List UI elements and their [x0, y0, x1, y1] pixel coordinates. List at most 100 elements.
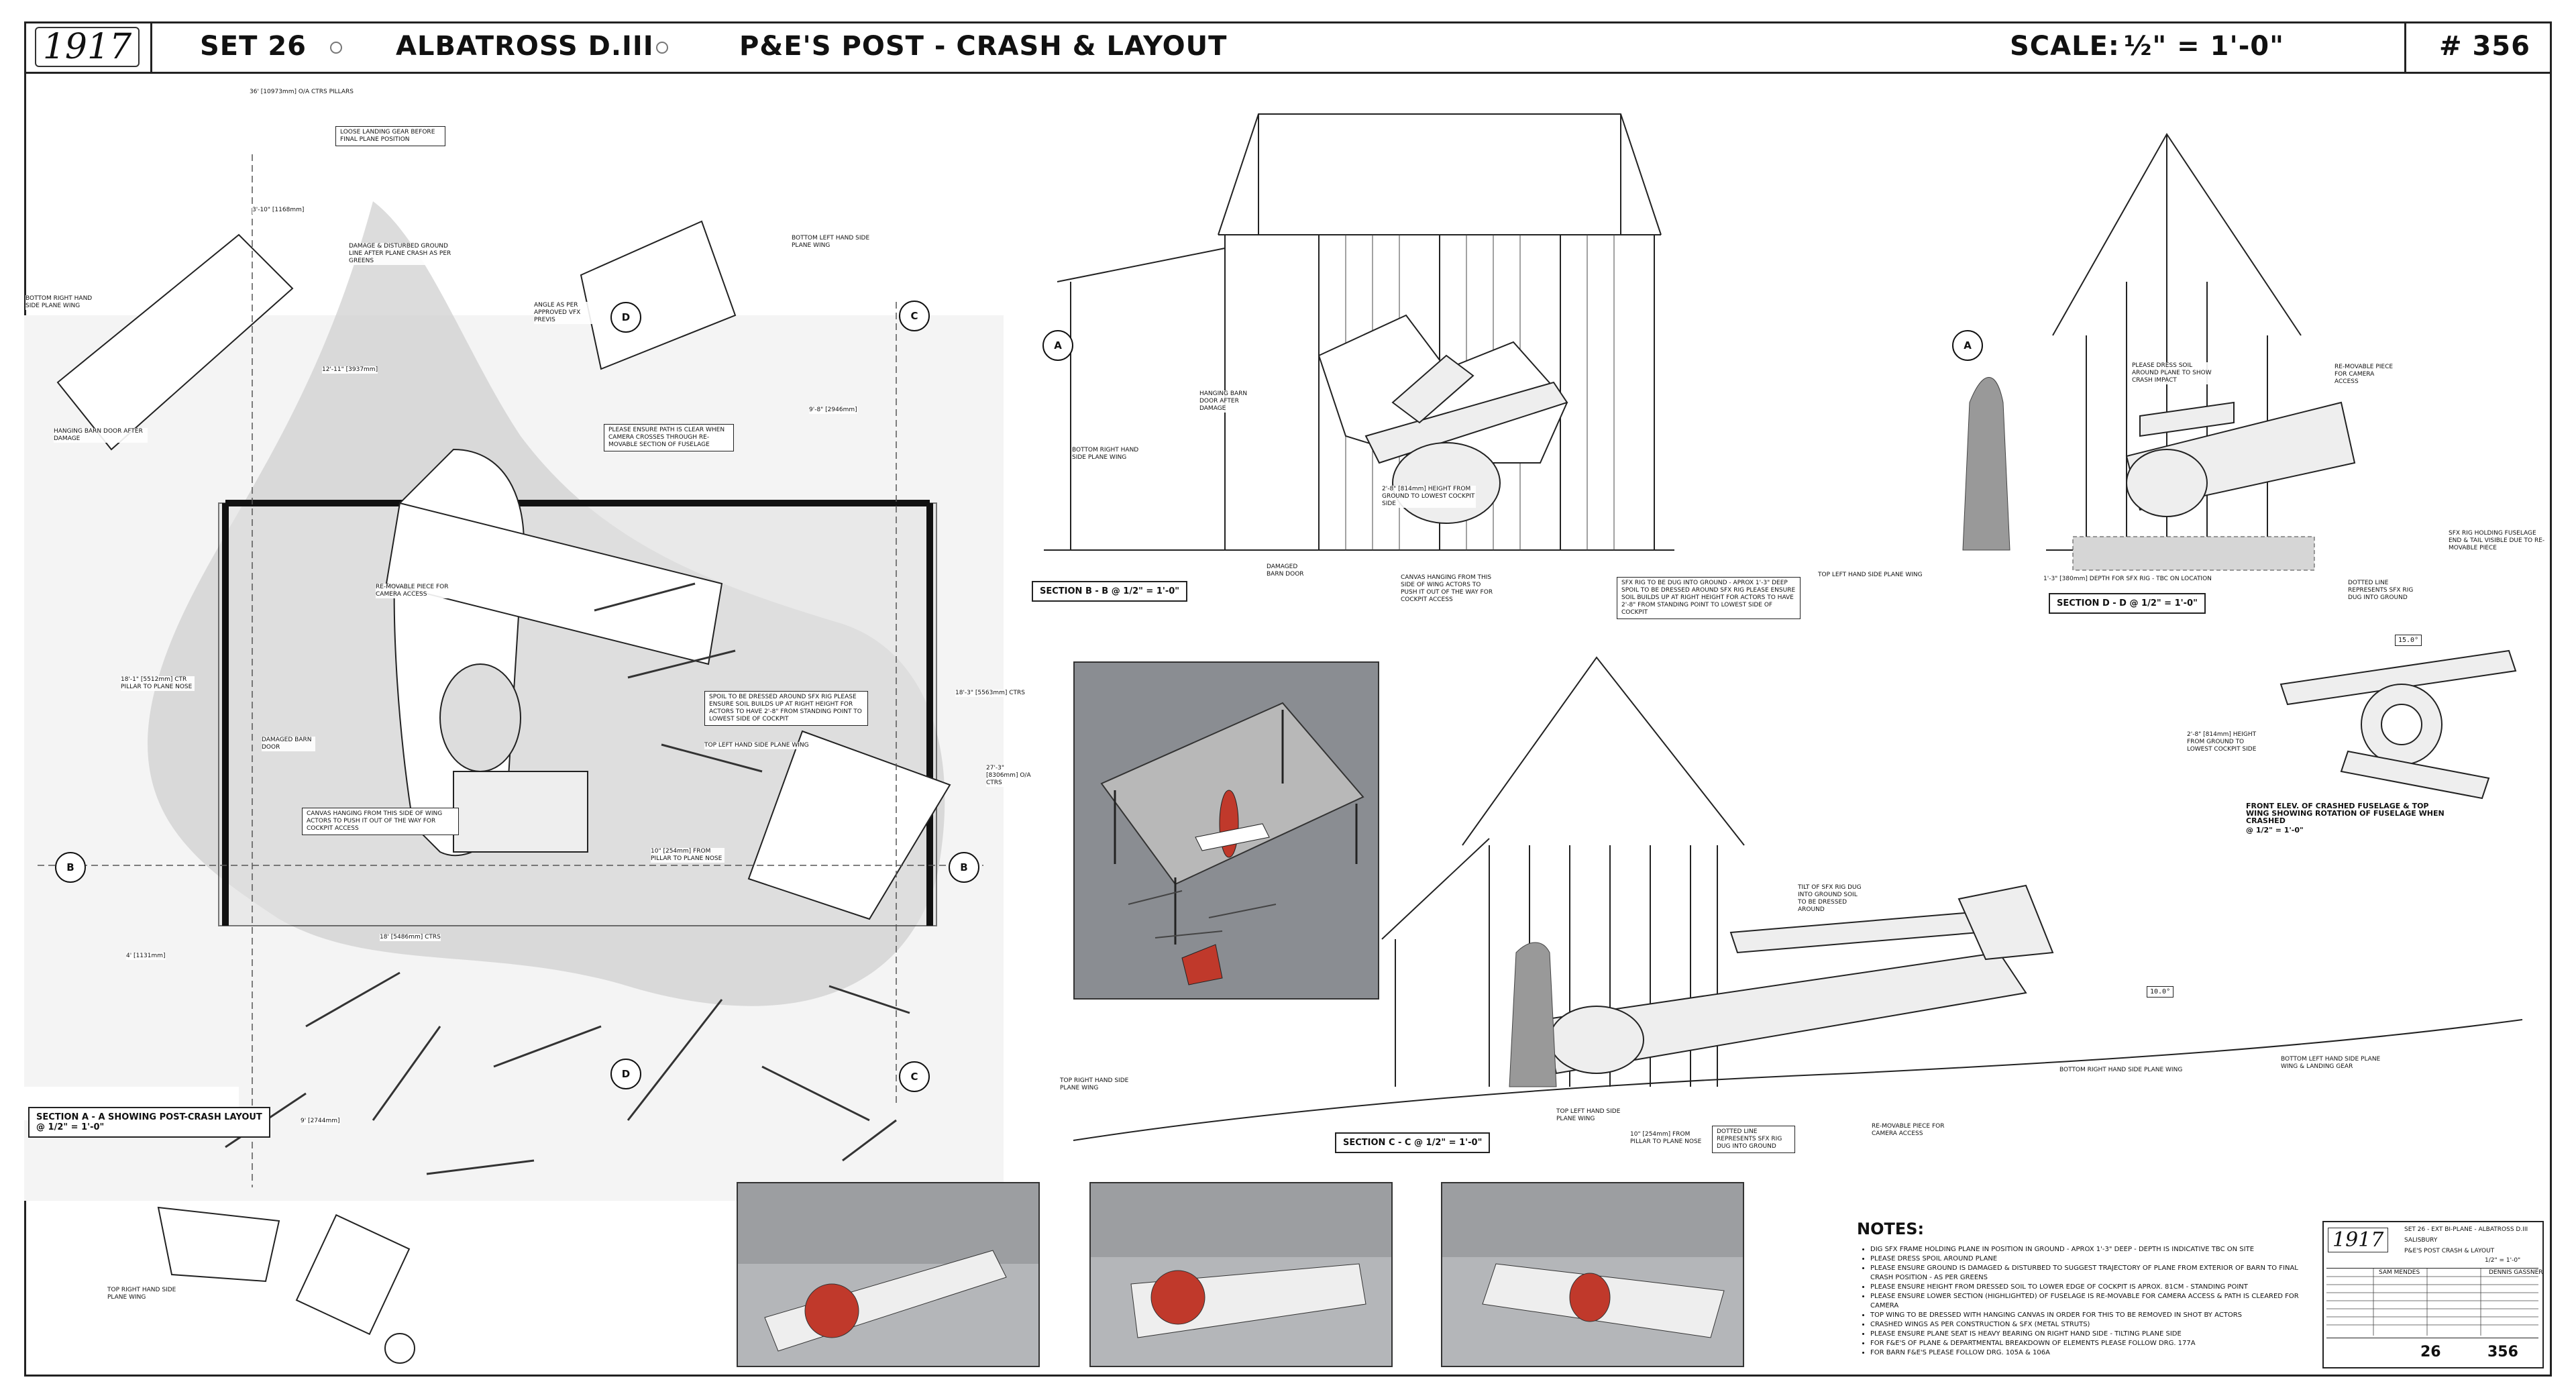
label-dd-sfx-holding: SFX RIG HOLDING FUSELAGE END & TAIL VISI… [2449, 530, 2549, 552]
section-marker-d: D [610, 302, 641, 333]
title-bar: 1917 SET 26 ALBATROSS D.III P&E'S POST -… [24, 21, 2552, 74]
note-item: FOR BARN F&E'S PLEASE FOLLOW DRG. 105A &… [1870, 1348, 2300, 1358]
section-marker-c: C [899, 1061, 930, 1092]
notes-panel: NOTES: DIG SFX FRAME HOLDING PLANE IN PO… [1857, 1220, 2300, 1360]
actor-figure-cc [1509, 942, 1557, 1087]
note-item: PLEASE ENSURE GROUND IS DAMAGED & DISTUR… [1870, 1264, 2300, 1283]
label-cc-tilt: TILT OF SFX RIG DUG INTO GROUND SOIL TO … [1798, 884, 1865, 914]
render-drawing [1100, 702, 1364, 985]
front-elev-angle: 15.0° [2395, 635, 2422, 646]
section-marker-c: C [899, 301, 930, 331]
label-dd-dotted: DOTTED LINE REPRESENTS SFX RIG DUG INTO … [2348, 580, 2422, 602]
label-bottom-right-wing: BOTTOM RIGHT HAND SIDE PLANE WING [25, 295, 99, 310]
section-marker-a: A [1042, 330, 1073, 361]
label-camera-path: PLEASE ENSURE PATH IS CLEAR WHEN CAMERA … [604, 424, 734, 451]
actor-figure [1962, 377, 2010, 551]
note-item: PLEASE ENSURE PLANE SEAT IS HEAVY BEARIN… [1870, 1330, 2300, 1339]
dim-9-8: 9'-8" [2946mm] [809, 407, 857, 414]
label-hanging-door: HANGING BARN DOOR AFTER DAMAGE [54, 428, 148, 443]
logo: 1917 [24, 21, 152, 72]
perspective-render [1073, 661, 1379, 1000]
section-marker-a: A [1952, 330, 1983, 361]
title-block-designer: DENNIS GASSNER [2489, 1269, 2543, 1276]
title-block: 1917 SET 26 - EXT BI-PLANE - ALBATROSS D… [2322, 1221, 2544, 1368]
label-bb-sfx-rig: SFX RIG TO BE DUG INTO GROUND - APROX 1'… [1617, 577, 1801, 619]
label-damage-ground: DAMAGE & DISTURBED GROUND LINE AFTER PLA… [349, 243, 456, 265]
section-marker-b: B [949, 852, 979, 883]
label-front-height: 2'-8" [814mm] HEIGHT FROM GROUND TO LOWE… [2187, 731, 2267, 753]
title-block-director: SAM MENDES [2379, 1269, 2420, 1276]
section-dd-drawing [2046, 133, 2356, 571]
title-block-set-no: 26 [2420, 1344, 2441, 1360]
separator-dot-icon [656, 42, 668, 54]
dim-left: 18'-1" [5512mm] CTR PILLAR TO PLANE NOSE [121, 676, 195, 691]
note-item: DIG SFX FRAME HOLDING PLANE IN POSITION … [1870, 1245, 2300, 1254]
plane-cc [1542, 884, 2054, 1075]
dim-right: 18'-3" [5563mm] CTRS [955, 690, 1029, 697]
section-marker-d: D [610, 1059, 641, 1089]
note-item: PLEASE DRESS SPOIL AROUND PLANE [1870, 1254, 2300, 1264]
ground-line-cc [1073, 1019, 2523, 1141]
dim-12: 12'-11" [3937mm] [322, 366, 378, 374]
separator-dot-icon [330, 42, 342, 54]
section-bb-title: SECTION B - B @ 1/2" = 1'-0" [1032, 581, 1188, 602]
plane-dd [2125, 401, 2356, 517]
title-block-location: SALISBURY [2404, 1237, 2438, 1244]
notes-heading: NOTES: [1857, 1220, 1925, 1238]
render-thumbnail-3 [1441, 1182, 1744, 1367]
title-block-logo: 1917 [2328, 1228, 2389, 1252]
dim-3-10: 3'-10" [1168mm] [252, 207, 305, 214]
cc-angle: 10.0° [2147, 986, 2174, 998]
label-cc-bottom-left-wing: BOTTOM LEFT HAND SIDE PLANE WING & LANDI… [2281, 1056, 2388, 1071]
front-elev-title: FRONT ELEV. OF CRASHED FUSELAGE & TOP WI… [2246, 802, 2447, 824]
render-thumbnail-2 [1089, 1182, 1393, 1367]
note-item: TOP WING TO BE DRESSED WITH HANGING CANV… [1870, 1311, 2300, 1320]
label-canvas-hanging: CANVAS HANGING FROM THIS SIDE OF WING AC… [302, 808, 459, 835]
render-thumbnail-1 [737, 1182, 1040, 1367]
drawing-number: # 356 [2439, 31, 2530, 62]
label-cc-bottom-right-wing: BOTTOM RIGHT HAND SIDE PLANE WING [2059, 1067, 2183, 1074]
title-block-footer: 26 356 [2326, 1338, 2538, 1365]
title-block-set: SET 26 - EXT BI-PLANE - ALBATROSS D.III [2404, 1226, 2528, 1233]
title-block-drg-no: 356 [2487, 1344, 2518, 1360]
front-elevation-drawing [2279, 649, 2517, 800]
note-item: CRASHED WINGS AS PER CONSTRUCTION & SFX … [1870, 1320, 2300, 1330]
title-block-title: P&E'S POST CRASH & LAYOUT [2404, 1248, 2495, 1254]
label-cc-dotted: DOTTED LINE REPRESENTS SFX RIG DUG INTO … [1712, 1126, 1795, 1153]
title-divider [2404, 21, 2406, 72]
section-marker-b: B [55, 852, 86, 883]
dim-4: 4' [1131mm] [126, 953, 166, 960]
title-block-grid [2326, 1268, 2538, 1336]
section-cc-drawing [1073, 656, 2523, 1141]
front-elev-scale: @ 1/2" = 1'-0" [2246, 826, 2304, 835]
label-bb-top-left-wing: TOP LEFT HAND SIDE PLANE WING [1818, 572, 1923, 579]
label-bb-bottom-right-wing: BOTTOM RIGHT HAND SIDE PLANE WING [1072, 447, 1139, 462]
barn-frame-bb [1044, 113, 1674, 551]
note-item: PLEASE ENSURE LOWER SECTION (HIGHLIGHTED… [1870, 1292, 2300, 1311]
label-cc-pillar-nose: 10" [254mm] FROM PILLAR TO PLANE NOSE [1630, 1131, 1704, 1146]
label-bb-damaged-door: DAMAGED BARN DOOR [1267, 563, 1313, 578]
section-bb-drawing [1044, 113, 2010, 551]
label-pillar-nose: 10" [254mm] FROM PILLAR TO PLANE NOSE [651, 848, 724, 863]
label-top-right-wing-detail: TOP RIGHT HAND SIDE PLANE WING [107, 1287, 188, 1301]
label-dd-dress-soil: PLEASE DRESS SOIL AROUND PLANE TO SHOW C… [2132, 362, 2212, 384]
label-dd-depth: 1'-3" [380mm] DEPTH FOR SFX RIG - TBC ON… [2043, 576, 2212, 583]
plan-section-title: SECTION A - A SHOWING POST-CRASH LAYOUT … [28, 1107, 270, 1138]
label-bb-canvas: CANVAS HANGING FROM THIS SIDE OF WING AC… [1401, 574, 1495, 604]
label-cc-top-right-wing: TOP RIGHT HAND SIDE PLANE WING [1060, 1077, 1140, 1092]
fuselage-front [2279, 649, 2517, 800]
label-dd-removable: RE-MOVABLE PIECE FOR CAMERA ACCESS [2334, 364, 2395, 386]
sfx-rig-ground-dd [2072, 536, 2315, 571]
dim-ctrs: 18' [5486mm] CTRS [380, 934, 441, 941]
scale-label: SCALE: [2010, 31, 2120, 62]
plane-wings-plan [56, 220, 951, 920]
label-bb-height: 2'-8" [814mm] HEIGHT FROM GROUND TO LOWE… [1382, 486, 1476, 508]
dim-9ft: 9' [2744mm] [301, 1118, 340, 1125]
section-lines [38, 154, 983, 1187]
label-damaged-door: DAMAGED BARN DOOR [262, 737, 315, 751]
note-item: FOR F&E'S OF PLANE & DEPARTMENTAL BREAKD… [1870, 1339, 2300, 1348]
drawing-description: P&E'S POST - CRASH & LAYOUT [739, 31, 1228, 62]
notes-list: DIG SFX FRAME HOLDING PLANE IN POSITION … [1857, 1245, 2300, 1358]
note-item: PLEASE ENSURE HEIGHT FROM DRESSED SOIL T… [1870, 1283, 2300, 1292]
